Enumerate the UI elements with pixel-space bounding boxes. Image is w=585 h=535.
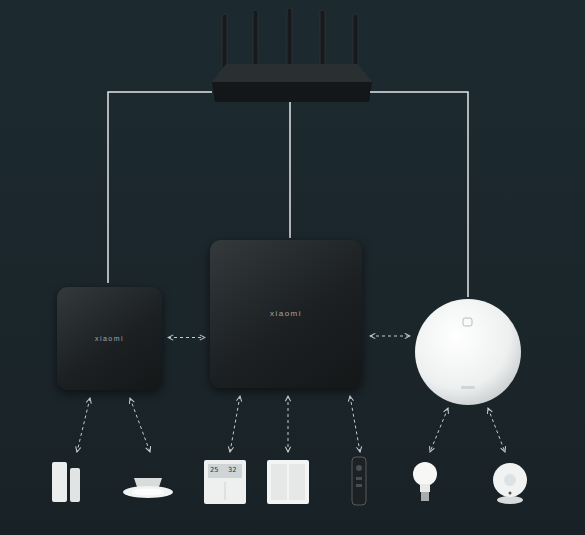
brand-text: xiaomi [270, 310, 302, 318]
brand-text: xiaomi [95, 335, 124, 342]
gateway-illustration [415, 299, 521, 405]
router-illustration [212, 8, 372, 102]
thermostat [204, 460, 246, 504]
remote-control [352, 457, 366, 505]
display-reading: 25 [210, 467, 218, 474]
hub-box: xiaomi [210, 240, 362, 388]
display-reading: 32 [228, 467, 236, 474]
wall-switch [267, 460, 309, 504]
hub-box: xiaomi [57, 287, 162, 390]
door-sensor [52, 462, 80, 502]
wireless-link [168, 337, 205, 338]
light-bulb [413, 462, 437, 501]
motion-sensor [493, 463, 527, 504]
downlight [123, 478, 173, 498]
